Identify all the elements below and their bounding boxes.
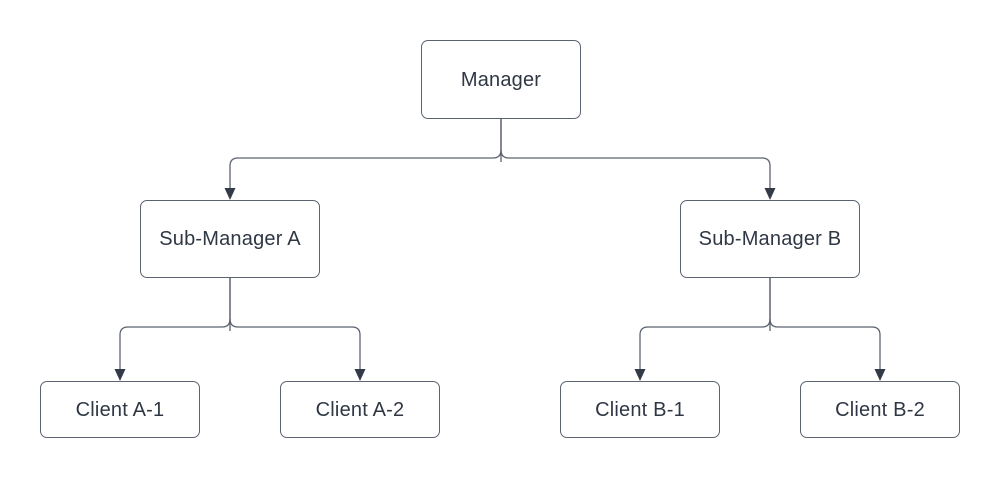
arrowhead (634, 369, 646, 381)
node-client-b-1: Client B-1 (560, 381, 720, 438)
node-label: Client B-1 (595, 398, 685, 421)
node-manager: Manager (421, 40, 581, 119)
arrowhead (354, 369, 366, 381)
arrowhead (874, 369, 886, 381)
node-label: Sub-Manager A (159, 228, 301, 250)
node-label: Client A-2 (315, 398, 405, 421)
arrowhead (114, 369, 126, 381)
node-label: Client A-1 (75, 398, 165, 421)
node-sub-manager-a: Sub-Manager A (140, 200, 320, 278)
node-label: Sub-Manager B (698, 228, 842, 250)
node-label: Client B-2 (835, 398, 925, 421)
node-client-a-2: Client A-2 (280, 381, 440, 438)
arrowhead (764, 188, 776, 200)
node-client-b-2: Client B-2 (800, 381, 960, 438)
arrowhead (224, 188, 236, 200)
node-client-a-1: Client A-1 (40, 381, 200, 438)
node-label: Manager (460, 68, 542, 91)
node-sub-manager-b: Sub-Manager B (680, 200, 860, 278)
